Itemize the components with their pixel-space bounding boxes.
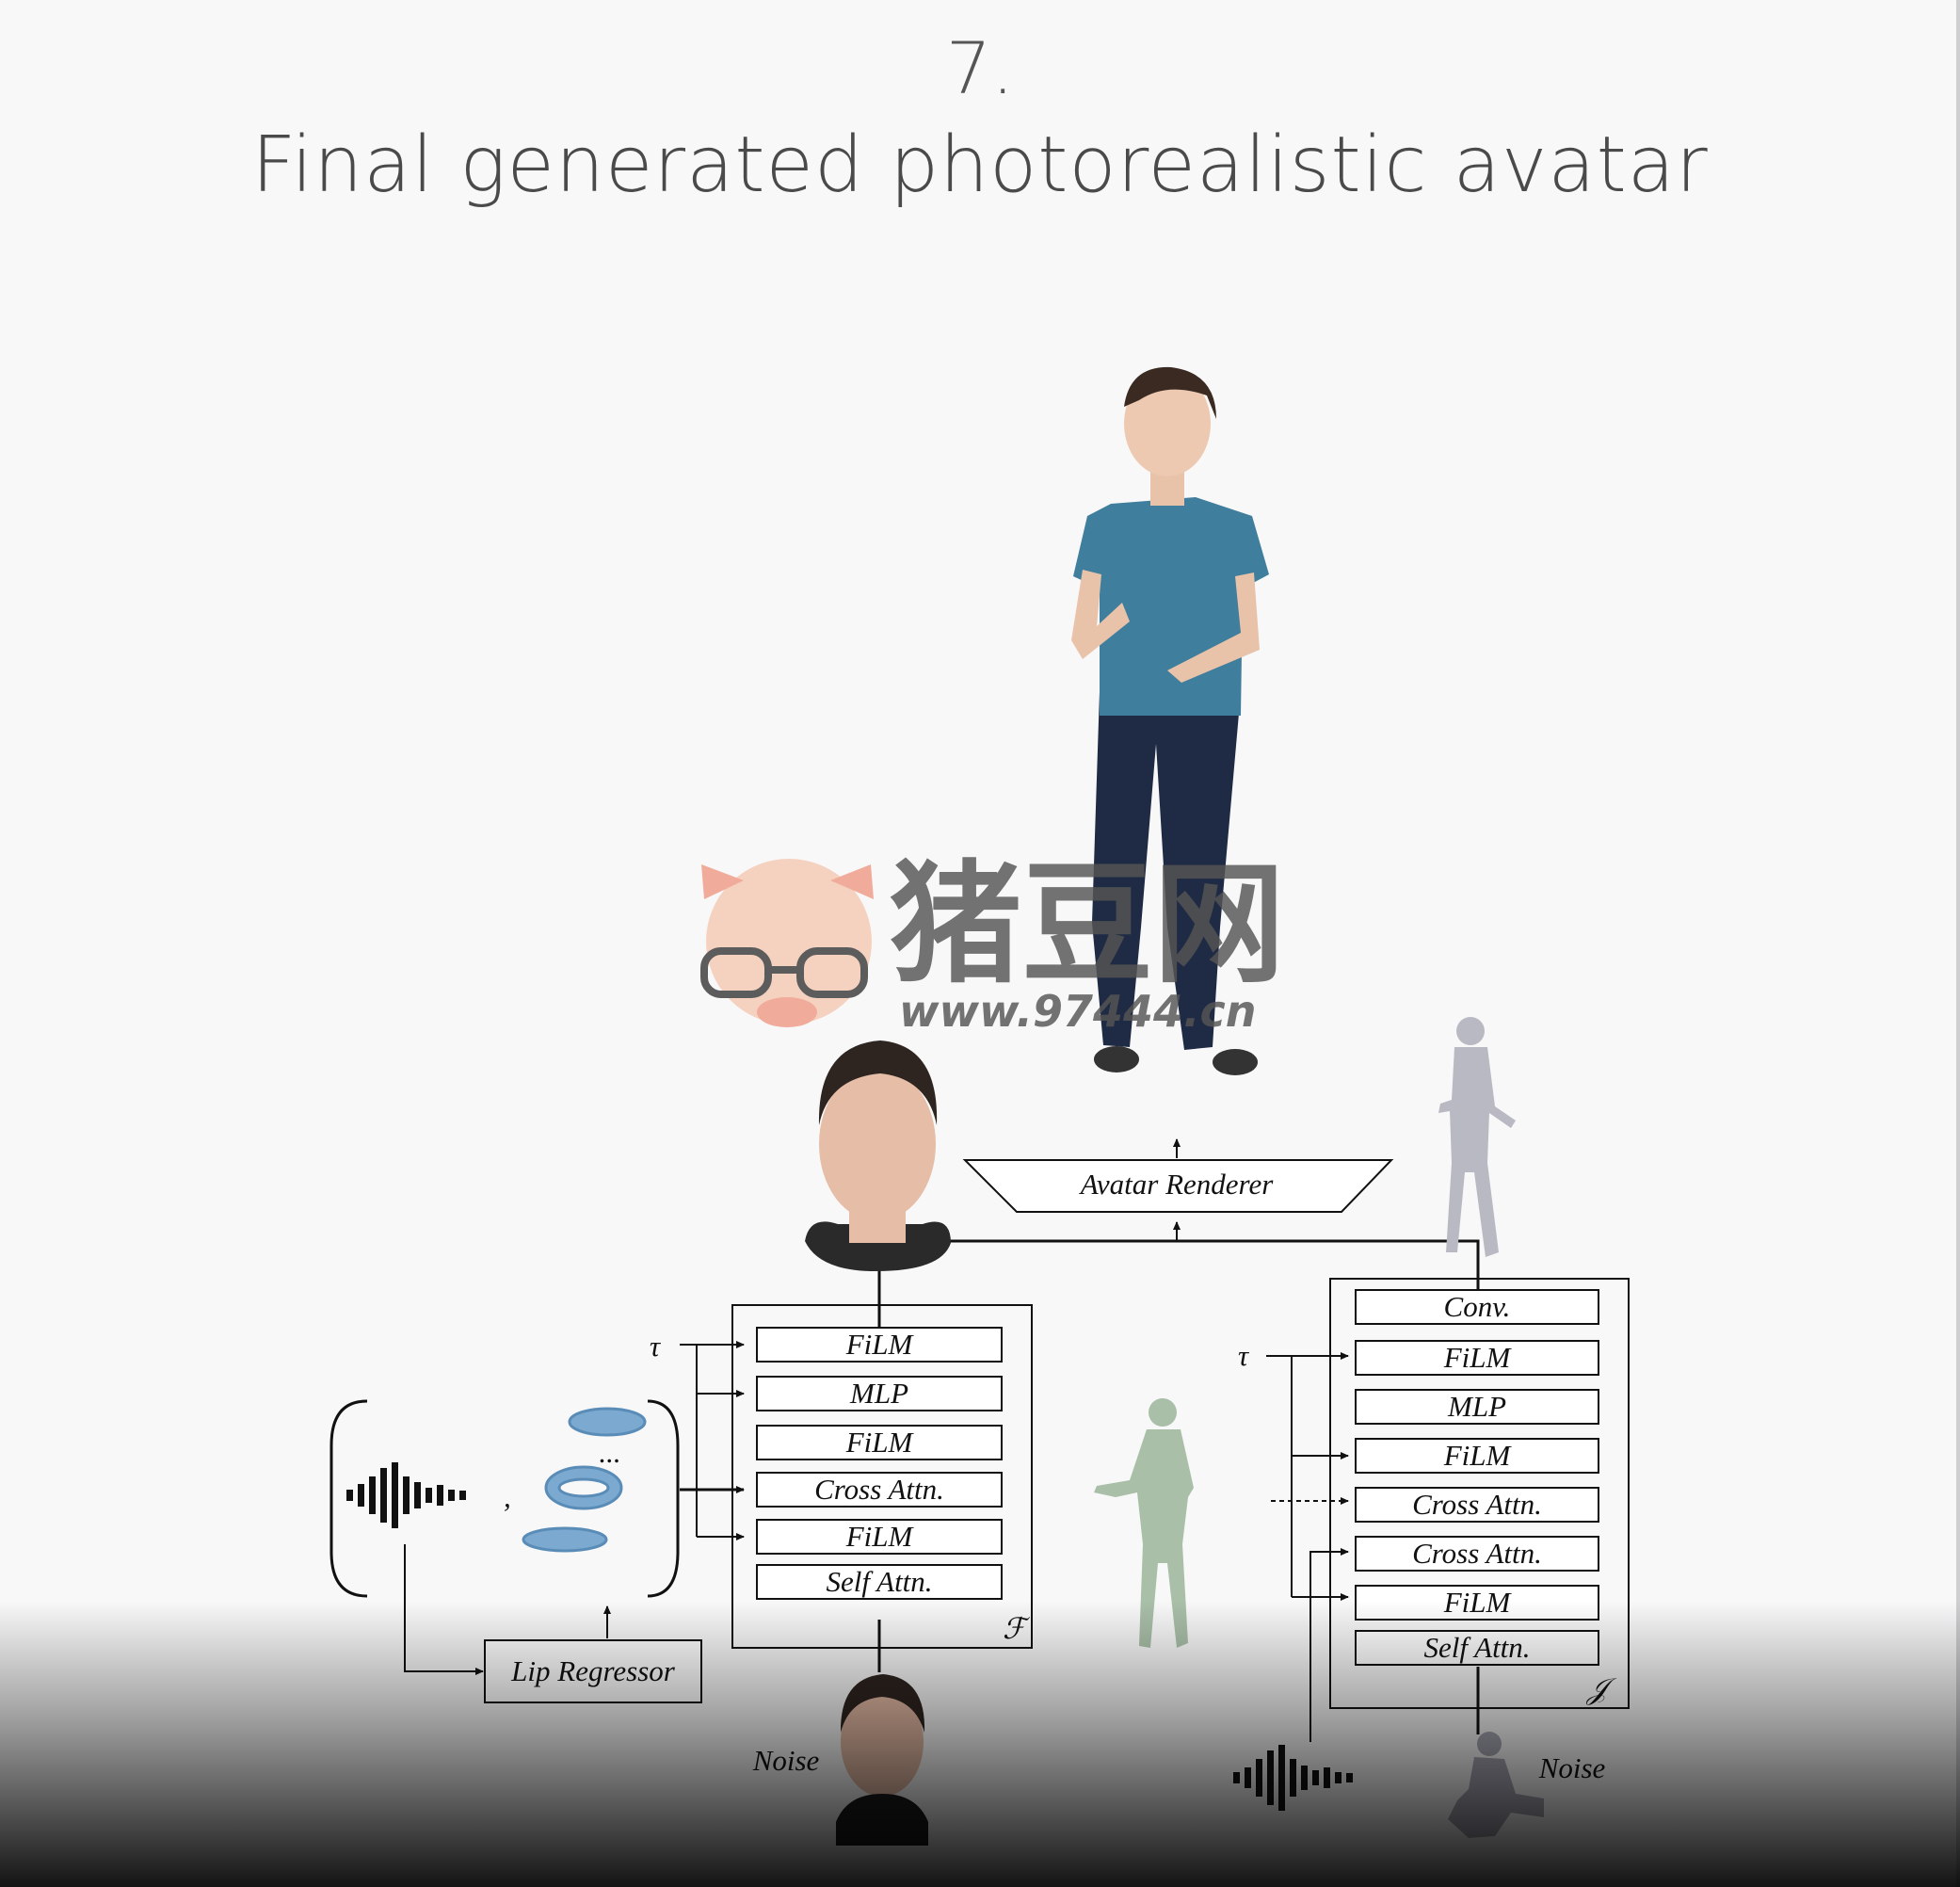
intermediate-body-mesh: [1094, 1398, 1194, 1648]
audio-to-regressor-arrow: [404, 1544, 484, 1675]
body-block-label-0: Conv.: [1444, 1290, 1511, 1323]
generated-body-mesh: [1438, 1017, 1516, 1257]
body-block-3: [1355, 1438, 1599, 1474]
face-block-label-2: FiLM: [845, 1426, 915, 1459]
body-block-label-6: FiLM: [1443, 1586, 1513, 1619]
face-module-symbol: ℱ: [1003, 1612, 1031, 1645]
body-wave-bar-6: [1301, 1766, 1308, 1790]
body-noise-label: Noise: [1538, 1751, 1606, 1784]
body-block-5: [1355, 1536, 1599, 1572]
face-wave-bar-2: [369, 1476, 376, 1514]
step-number: 7.: [945, 26, 1015, 110]
generated-face-image: [805, 1040, 951, 1271]
body-block-label-1: FiLM: [1443, 1341, 1513, 1374]
body-wave-bar-8: [1324, 1767, 1330, 1788]
body-time-symbol: τ: [1238, 1339, 1250, 1372]
body-module-blocks: Conv. FiLM MLP FiLM Cross Attn. Cross Attn. Fi…: [1355, 1289, 1599, 1666]
face-module-blocks: FiLM MLP FiLM Cross Attn. FiLM Self Attn.: [756, 1327, 1003, 1600]
body-block-0: [1355, 1289, 1599, 1325]
body-wave-bar-2: [1256, 1759, 1262, 1797]
body-block-4: [1355, 1487, 1599, 1523]
face-block-label-5: Self Attn.: [826, 1565, 932, 1598]
pig-logo-icon: [700, 859, 874, 1027]
watermark-url: www.97444.cn: [899, 986, 1257, 1037]
face-wave-bar-3: [380, 1468, 387, 1523]
slide-title: Final generated photorealistic avatar: [251, 121, 1709, 210]
face-block-label-3: Cross Attn.: [814, 1473, 944, 1506]
body-wave-bar-0: [1233, 1772, 1240, 1783]
window-edge: [1956, 0, 1960, 1887]
body-wave-bar-3: [1267, 1750, 1274, 1805]
face-block-4: [756, 1519, 1003, 1555]
watermark: 猪豆网 www.97444.cn: [700, 848, 1285, 1037]
body-wave-bar-7: [1312, 1770, 1319, 1785]
body-block-2: [1355, 1389, 1599, 1425]
face-time-symbol: τ: [650, 1330, 662, 1363]
photorealistic-avatar-figure: [1071, 366, 1269, 1075]
body-block-label-4: Cross Attn.: [1412, 1488, 1542, 1521]
avatar-renderer-block: Avatar Renderer: [962, 1159, 1394, 1213]
face-wave-bar-5: [403, 1476, 410, 1514]
body-block-label-2: MLP: [1447, 1390, 1506, 1423]
face-wave-bar-8: [437, 1485, 443, 1506]
face-block-5: [756, 1564, 1003, 1600]
lip-shapes-icon: [522, 1407, 647, 1553]
body-wave-bar-1: [1245, 1767, 1251, 1788]
body-block-label-7: Self Attn.: [1423, 1631, 1530, 1664]
merge-connector: [877, 1239, 1480, 1290]
face-wave-bar-7: [426, 1488, 432, 1503]
face-noise-label: Noise: [752, 1744, 820, 1777]
lip-ellipsis: ...: [599, 1436, 620, 1469]
face-block-2: [756, 1425, 1003, 1460]
body-block-1: [1355, 1340, 1599, 1376]
face-wave-bar-0: [346, 1490, 353, 1501]
body-block-label-5: Cross Attn.: [1412, 1537, 1542, 1570]
tuple-left-bracket: [329, 1399, 368, 1598]
face-block-label-4: FiLM: [845, 1520, 915, 1553]
body-wave-bar-5: [1290, 1759, 1296, 1797]
body-wave-bar-4: [1278, 1745, 1285, 1811]
body-wave-bar-9: [1335, 1772, 1341, 1783]
body-block-label-3: FiLM: [1443, 1439, 1513, 1472]
watermark-text: 猪豆网: [890, 848, 1285, 1002]
face-block-1: [756, 1376, 1003, 1411]
noisy-body-mesh-input: [1448, 1732, 1544, 1838]
face-block-3: [756, 1472, 1003, 1508]
audio-waveform-icon: [346, 1462, 466, 1528]
body-module-symbol: 𝒥: [1585, 1672, 1617, 1705]
face-block-label-0: FiLM: [845, 1328, 915, 1361]
tuple-separator: ,: [504, 1480, 511, 1513]
body-audio-waveform-icon: [1233, 1745, 1353, 1811]
face-wave-bar-6: [414, 1482, 421, 1508]
face-wave-bar-10: [459, 1491, 466, 1500]
face-wave-bar-1: [358, 1484, 364, 1507]
face-wave-bar-4: [392, 1462, 398, 1528]
avatar-renderer-label: Avatar Renderer: [1079, 1168, 1275, 1201]
face-block-label-1: MLP: [849, 1377, 908, 1410]
lip-regressor-label: Lip Regressor: [510, 1654, 676, 1687]
face-block-0: [756, 1327, 1003, 1363]
tuple-right-bracket: [647, 1399, 680, 1598]
body-wave-bar-10: [1346, 1773, 1353, 1782]
noisy-face-input-image: [836, 1674, 928, 1846]
face-wave-bar-9: [448, 1490, 455, 1501]
